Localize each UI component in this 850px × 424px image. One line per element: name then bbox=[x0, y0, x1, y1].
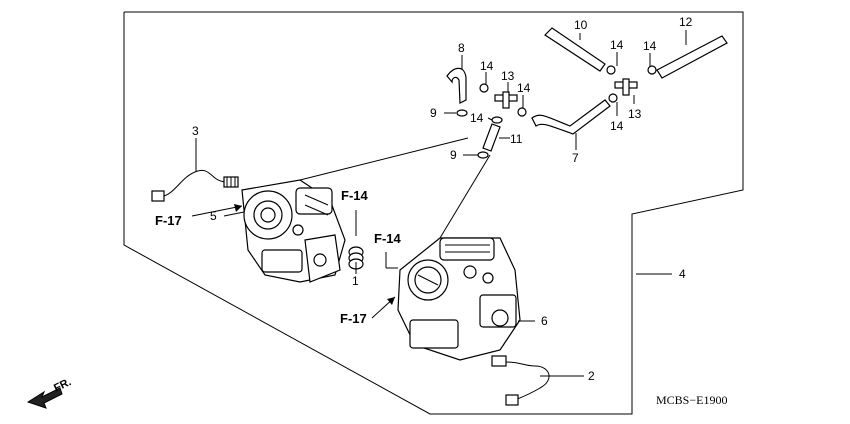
label-14-c: 14 bbox=[470, 111, 484, 125]
hose-10 bbox=[544, 27, 606, 72]
ref-f17-bottom: F-17 bbox=[340, 311, 367, 326]
label-11: 11 bbox=[510, 132, 523, 146]
carburetor-right bbox=[397, 237, 521, 361]
hose-7 bbox=[531, 99, 611, 135]
sensor-wire-right bbox=[491, 355, 550, 406]
t-joint-13-right bbox=[614, 78, 638, 96]
arrow-f17-left bbox=[191, 205, 243, 217]
label-4: 4 bbox=[679, 267, 686, 281]
sensor-wire-left bbox=[151, 169, 239, 202]
fr-label: FR. bbox=[52, 376, 73, 395]
label-2: 2 bbox=[588, 369, 595, 383]
label-12: 12 bbox=[679, 15, 693, 29]
label-13-left: 13 bbox=[501, 69, 515, 83]
label-8: 8 bbox=[458, 41, 465, 55]
label-14-f: 14 bbox=[643, 39, 657, 53]
label-3: 3 bbox=[192, 124, 199, 138]
label-14-a: 14 bbox=[480, 59, 494, 73]
ref-f14-top: F-14 bbox=[341, 188, 369, 203]
hose-11 bbox=[482, 123, 501, 152]
diagram-code: MCBS−E1900 bbox=[656, 393, 727, 407]
label-14-b: 14 bbox=[517, 81, 531, 95]
assembly-outline bbox=[123, 11, 744, 415]
spring-part-1 bbox=[348, 246, 364, 270]
label-13-right: 13 bbox=[628, 107, 642, 121]
clip-14-a bbox=[479, 83, 489, 93]
clip-14-b bbox=[517, 107, 527, 117]
carburetor-left bbox=[241, 179, 346, 283]
label-14-d: 14 bbox=[610, 38, 624, 52]
label-9-lower: 9 bbox=[450, 148, 457, 162]
hose-12 bbox=[656, 35, 728, 79]
clip-14-d bbox=[606, 65, 616, 75]
arrow-f17-left-head bbox=[234, 204, 242, 212]
ref-f17-left: F-17 bbox=[155, 213, 182, 228]
label-6: 6 bbox=[541, 314, 548, 328]
label-10: 10 bbox=[574, 18, 588, 32]
label-5: 5 bbox=[210, 209, 217, 223]
clip-14-c bbox=[491, 116, 503, 124]
t-joint-13-left bbox=[494, 91, 518, 109]
label-14-e: 14 bbox=[610, 119, 624, 133]
label-7: 7 bbox=[572, 151, 579, 165]
clip-9-lower bbox=[477, 151, 489, 159]
clip-14-e bbox=[608, 93, 618, 103]
front-direction-arrow: FR. bbox=[26, 376, 73, 409]
clip-9-upper bbox=[456, 109, 468, 117]
clip-14-f bbox=[647, 65, 657, 75]
hose-8 bbox=[446, 67, 467, 104]
leader-lines bbox=[195, 30, 687, 377]
label-9-upper: 9 bbox=[430, 106, 437, 120]
ref-f14-mid: F-14 bbox=[374, 231, 402, 246]
arrow-f17-bottom-head bbox=[387, 297, 395, 305]
label-1: 1 bbox=[352, 274, 359, 288]
